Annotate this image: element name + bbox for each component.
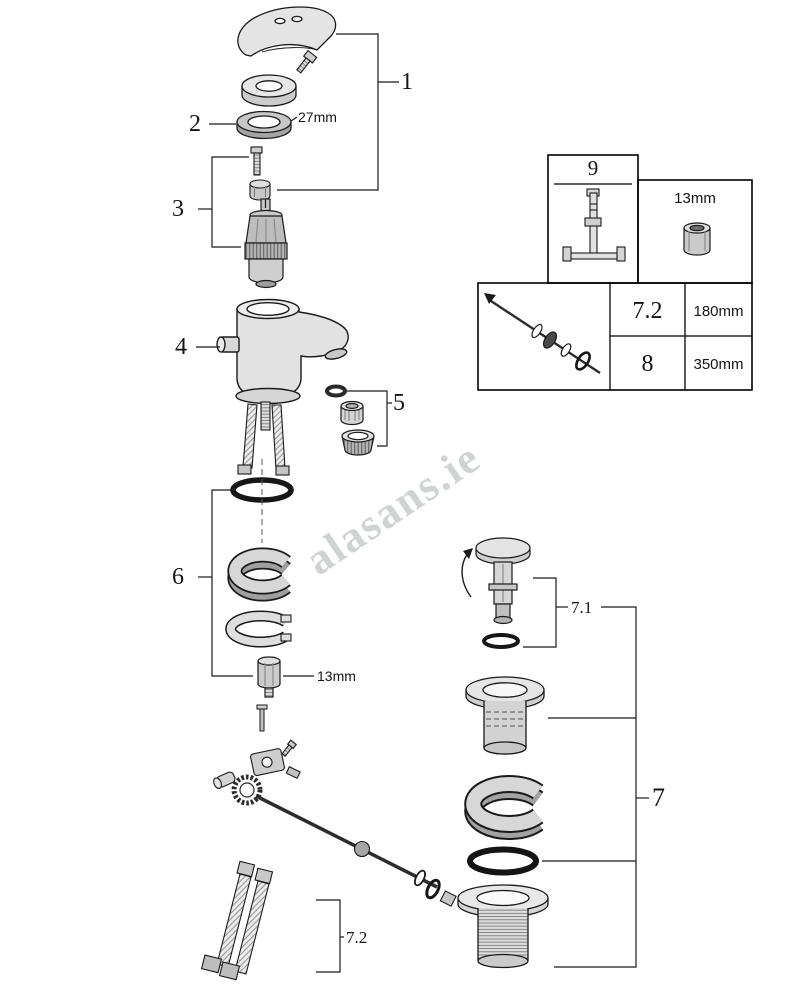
callout-5: 5 [393,390,405,416]
popup-plug-drawing [461,537,531,625]
callout-7-2: 7.2 [346,928,368,947]
callout-7-1: 7.1 [571,598,593,617]
size-label-27mm: 27mm [298,109,337,125]
supply-hoses-top-drawing [237,401,290,476]
mounting-bolt-drawing [257,656,281,698]
callout-4: 4 [175,334,187,360]
retaining-ring-27mm-drawing [236,110,292,140]
bracket-part-7-1 [523,577,557,648]
table-cell-part-7-2: 7.2 [632,298,663,324]
lever-handle-drawing [237,6,337,57]
lengths-table-grid [477,282,753,391]
cartridge-screw-drawing [250,146,263,176]
escutcheon-cap-drawing [241,74,297,107]
bracket-part-1 [277,33,379,191]
bracket-part-7 [554,606,637,968]
bracket-part-7-2 [316,899,341,973]
inset-tool-number: 9 [587,156,599,180]
rotation-arrow-icon [463,548,473,559]
callout-6: 6 [172,564,184,590]
mounting-clamp-drawing [225,610,292,648]
handle-screw-drawing [296,49,318,74]
cartridge-adapter-drawing [249,179,271,201]
drain-body-drawing [457,884,549,969]
drain-flange-drawing [465,676,545,755]
inset-socket-size: 13mm [674,190,716,207]
service-tool-drawing [562,188,626,262]
bracket-part-6 [211,489,253,677]
callout-brackets [196,33,649,973]
direction-arrow-icon [484,293,496,304]
table-cell-length-350mm: 350mm [693,356,744,373]
supply-hoses-bottom-drawing [200,860,274,981]
lift-rod-drawing [484,293,601,375]
callout-7: 7 [652,783,665,812]
size-label-13mm-bolt: 13mm [317,668,356,684]
faucet-body-drawing [216,298,349,405]
mounting-saddle-drawing [227,547,291,602]
callout-3: 3 [172,196,184,222]
popup-rod-linkage-drawing [213,739,457,907]
table-cell-part-8: 8 [641,351,654,377]
bracket-part-3 [211,156,249,248]
drain-saddle-drawing [464,775,544,840]
callout-2: 2 [189,111,201,137]
aerator-set-drawing [325,384,375,456]
callout-1: 1 [401,69,413,95]
bracket-part-5 [347,390,388,447]
popup-plug-seal-drawing [482,633,520,649]
cartridge-drawing [244,198,288,289]
table-cell-length-180mm: 180mm [693,303,744,320]
fixing-pin-drawing [256,704,268,732]
leader-27mm [290,116,298,122]
drain-oring-drawing [467,846,539,876]
socket-13mm-drawing [683,222,711,256]
